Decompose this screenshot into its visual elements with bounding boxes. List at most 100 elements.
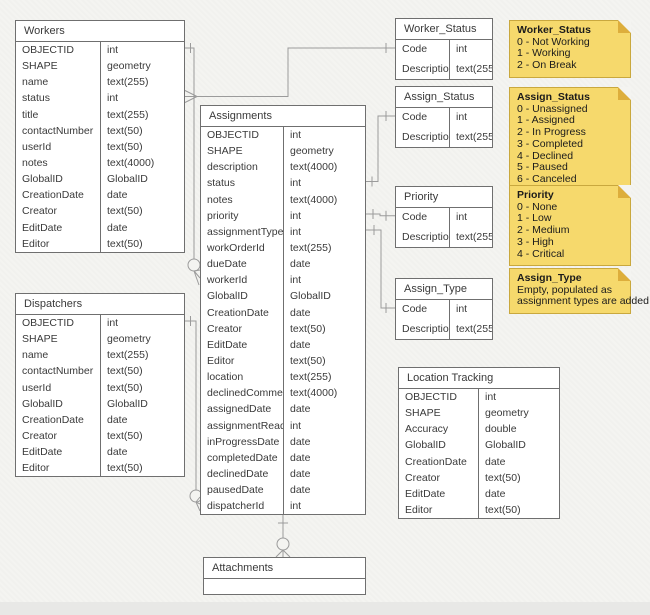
note-fold [618, 185, 631, 198]
note-line: 0 - Not Working [517, 35, 590, 48]
field-type: date [290, 403, 311, 416]
field-type: int [290, 419, 302, 432]
canvas-bottom-edge [0, 602, 650, 615]
note-line: 3 - High [517, 235, 554, 248]
field-name: OBJECTID [399, 389, 479, 406]
field-type: int [290, 274, 302, 287]
table-title: Assign_Status [396, 87, 492, 108]
note-fold [618, 20, 631, 33]
field-type: int [290, 225, 302, 238]
connector-assignments-attachments[interactable] [275, 513, 291, 558]
field-type: text(50) [107, 462, 143, 475]
field-type: text(50) [107, 140, 143, 153]
note-line: 0 - Unassigned [517, 102, 588, 115]
field-name: GlobalID [16, 171, 101, 188]
field-name: CreationDate [16, 411, 101, 428]
field-name: Creator [201, 320, 284, 337]
connector-dispatchers-assignments[interactable] [185, 316, 203, 512]
field-type: text(255) [456, 62, 492, 75]
note-line: 4 - Critical [517, 247, 565, 260]
note-line: 6 - Canceled [517, 172, 577, 185]
field-type: GlobalID [485, 439, 526, 452]
field-name: Code [396, 208, 450, 228]
field-type: double [485, 423, 517, 436]
field-name: workerId [201, 272, 284, 289]
field-name: EditDate [16, 219, 101, 236]
connector-assignments-priority[interactable] [366, 209, 395, 221]
field-type: text(255) [107, 108, 149, 121]
field-name: CreationDate [201, 304, 284, 321]
field-type: text(4000) [290, 193, 338, 206]
note-line: 1 - Assigned [517, 114, 575, 127]
field-type: text(50) [107, 381, 143, 394]
field-name: location [201, 369, 284, 386]
field-name: SHAPE [16, 58, 101, 75]
field-name: Editor [16, 235, 101, 252]
note-fold [618, 268, 631, 281]
field-type: text(255) [107, 349, 149, 362]
field-type: date [485, 455, 506, 468]
field-type: date [290, 258, 311, 271]
field-name: GlobalID [16, 395, 101, 412]
connector-workers-assignments[interactable] [185, 43, 201, 286]
field-type: date [290, 451, 311, 464]
field-type: text(50) [485, 503, 521, 516]
field-name: userId [16, 138, 101, 155]
field-name: notes [16, 154, 101, 172]
field-name: Creator [16, 427, 101, 445]
field-type: text(255) [290, 371, 332, 384]
field-name: Description [396, 127, 450, 147]
entity-table-attachments[interactable]: Attachments [203, 557, 366, 595]
field-type: text(4000) [290, 161, 338, 174]
field-type: text(50) [107, 237, 143, 250]
note-line: assignment types are added [517, 295, 649, 308]
connector-workers-worker-status[interactable] [184, 43, 395, 103]
field-type: date [290, 435, 311, 448]
field-type: date [290, 306, 311, 319]
field-type: int [456, 111, 468, 123]
field-name: status [201, 175, 284, 192]
field-type: text(50) [290, 354, 326, 367]
note-fold [618, 87, 631, 100]
field-name: SHAPE [399, 405, 479, 422]
connector-assignments-assign-status[interactable] [366, 111, 395, 187]
connector-assignments-assign-type[interactable] [366, 225, 395, 313]
field-type: date [107, 446, 128, 459]
field-name: CreationDate [16, 187, 101, 204]
field-type: int [290, 177, 302, 190]
